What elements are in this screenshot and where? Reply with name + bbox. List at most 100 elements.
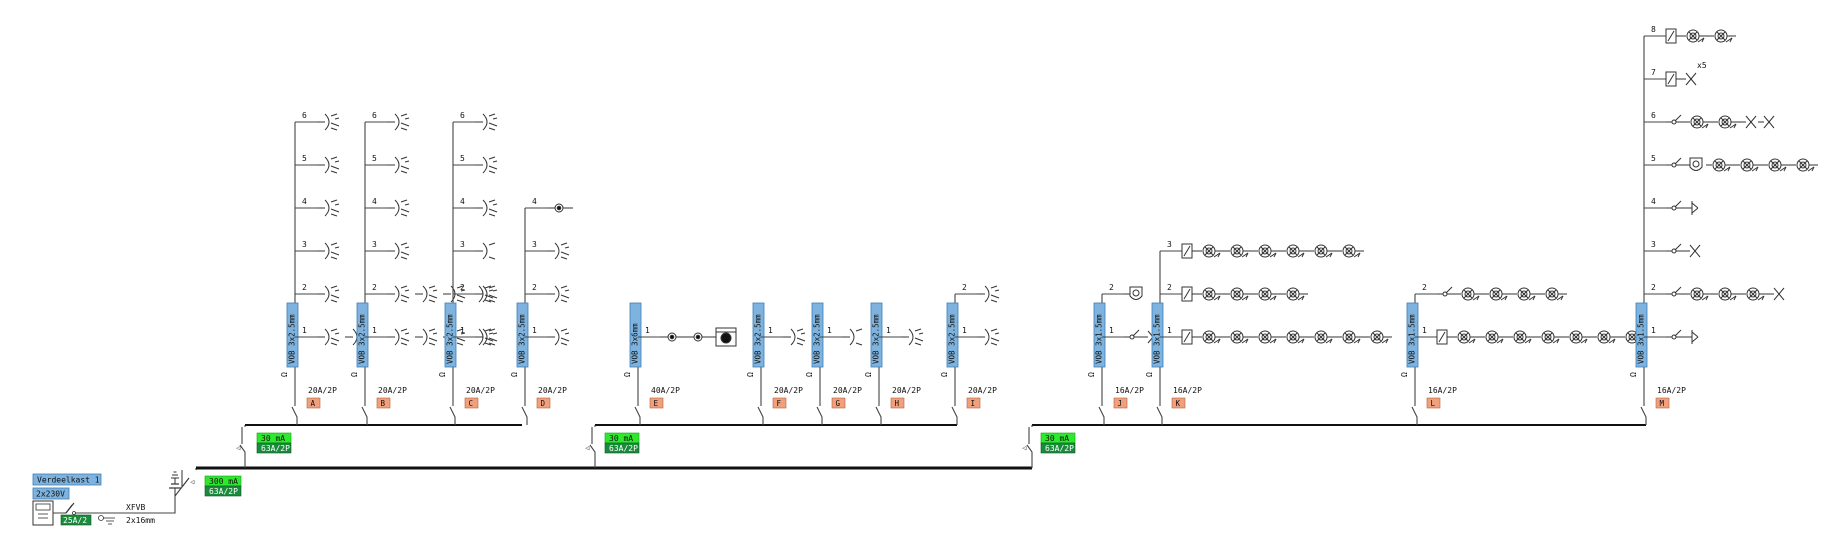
socket-icon	[547, 328, 570, 346]
svg-text:VOB 3x1.5mm: VOB 3x1.5mm	[1153, 314, 1162, 364]
spot-icon	[1712, 115, 1740, 129]
point-C-1: 1	[453, 326, 498, 346]
rcd-1-label: 30 mA 63A/2P	[256, 432, 292, 454]
point-number: 5	[302, 154, 307, 163]
point-number: 4	[372, 197, 377, 206]
point-number: 1	[886, 326, 891, 335]
point-number: 5	[372, 154, 377, 163]
breaker-rating-K: 16A/2P	[1173, 386, 1202, 395]
point-L-1: 1	[1415, 326, 1647, 345]
svg-text:VOB 3x2.5mm: VOB 3x2.5mm	[518, 314, 527, 364]
switch-icon	[1666, 286, 1684, 297]
point-A-5: 5	[295, 154, 340, 174]
point-A-2: 2	[295, 283, 340, 303]
svg-text:VOB 3x2.5mm: VOB 3x2.5mm	[813, 314, 822, 364]
point-number: 1	[827, 326, 832, 335]
cable-label-L: VOB 3x1.5mm	[1406, 302, 1419, 368]
socket-icon	[387, 113, 410, 131]
point-D-3: 3	[525, 240, 570, 260]
junction-box-icon	[686, 332, 712, 342]
dimmer-icon	[1665, 28, 1680, 44]
earth-marker-D: Ω	[510, 372, 519, 377]
point-B-6: 6	[365, 111, 410, 131]
breaker-letter-box-C	[464, 397, 479, 409]
socket-icon	[317, 242, 340, 260]
socket-icon	[415, 328, 438, 346]
socket-plain-icon	[842, 328, 863, 346]
point-B-1: 1	[365, 326, 494, 346]
earth-marker-J: Ω	[1087, 372, 1096, 377]
breaker-letter-box-J	[1113, 397, 1128, 409]
surge-arrester-icon	[169, 471, 181, 496]
dimmer-icon	[1181, 243, 1196, 259]
point-number: 6	[1651, 111, 1656, 120]
earth-marker-H: Ω	[864, 372, 873, 377]
svg-text:63A/2P: 63A/2P	[1045, 444, 1074, 453]
lamp-x-icon	[1680, 72, 1697, 86]
breaker-rating-I: 20A/2P	[968, 386, 997, 395]
point-number: 2	[302, 283, 307, 292]
rcd-main-symbol: ◁	[181, 477, 194, 488]
point-number: 5	[1651, 154, 1656, 163]
svg-text:VOB 3x6mm: VOB 3x6mm	[631, 323, 640, 364]
point-A-1: 1	[295, 326, 368, 346]
breaker-letter-L: L	[1431, 399, 1436, 408]
rcd-2-symbol: ◁	[584, 444, 589, 452]
breaker-rating-F: 20A/2P	[774, 386, 803, 395]
switch-icon	[1666, 157, 1684, 168]
spot-icon	[1511, 287, 1539, 301]
socket-icon	[475, 328, 498, 346]
point-number: 7	[1651, 68, 1656, 77]
breaker-letter-box-I	[966, 397, 981, 409]
spot-icon	[1712, 287, 1740, 301]
point-D-4: 4	[525, 197, 573, 213]
point-K-2: 2	[1160, 283, 1308, 302]
spot-icon	[1224, 330, 1252, 344]
spot-icon	[1455, 287, 1483, 301]
spot-icon	[1479, 330, 1507, 344]
point-F-1: 1	[761, 326, 806, 346]
breaker-rating-C: 20A/2P	[466, 386, 495, 395]
point-M-8: 8	[1644, 25, 1736, 44]
breaker-letter-E: E	[654, 399, 659, 408]
point-number: 1	[460, 326, 465, 335]
spot-icon	[1539, 287, 1567, 301]
cable-label-C: VOB 3x2.5mm	[444, 302, 457, 368]
point-C-4: 4	[453, 197, 498, 217]
point-number: 2	[1422, 283, 1427, 292]
point-G-1: 1	[820, 326, 863, 346]
svg-text:VOB 3x2.5mm: VOB 3x2.5mm	[446, 314, 455, 364]
point-number: 4	[460, 197, 465, 206]
point-M-5: 5	[1644, 154, 1818, 172]
spot-icon	[1308, 244, 1336, 258]
svg-text:◁: ◁	[235, 444, 240, 452]
breaker-letter-C: C	[469, 399, 474, 408]
point-number: 4	[302, 197, 307, 206]
earth-marker-A: Ω	[280, 372, 289, 377]
spot-icon	[1224, 244, 1252, 258]
supply-voltage-label: 2x230V	[32, 487, 70, 500]
spot-icon	[1196, 244, 1224, 258]
cable-label-M: VOB 3x1.5mm	[1635, 302, 1648, 368]
svg-text:◁: ◁	[1021, 444, 1026, 452]
svg-text:VOB 3x1.5mm: VOB 3x1.5mm	[1095, 314, 1104, 364]
svg-text:300 mA: 300 mA	[209, 477, 238, 486]
socket-icon	[977, 285, 1000, 303]
point-M-2: 2	[1644, 283, 1785, 301]
socket-icon	[387, 156, 410, 174]
point-number: 3	[302, 240, 307, 249]
spot-icon	[1196, 330, 1224, 344]
spot-icon	[1336, 330, 1364, 344]
lamp-wall-icon	[1684, 330, 1699, 344]
point-number: 1	[372, 326, 377, 335]
earth-marker-G: Ω	[805, 372, 814, 377]
